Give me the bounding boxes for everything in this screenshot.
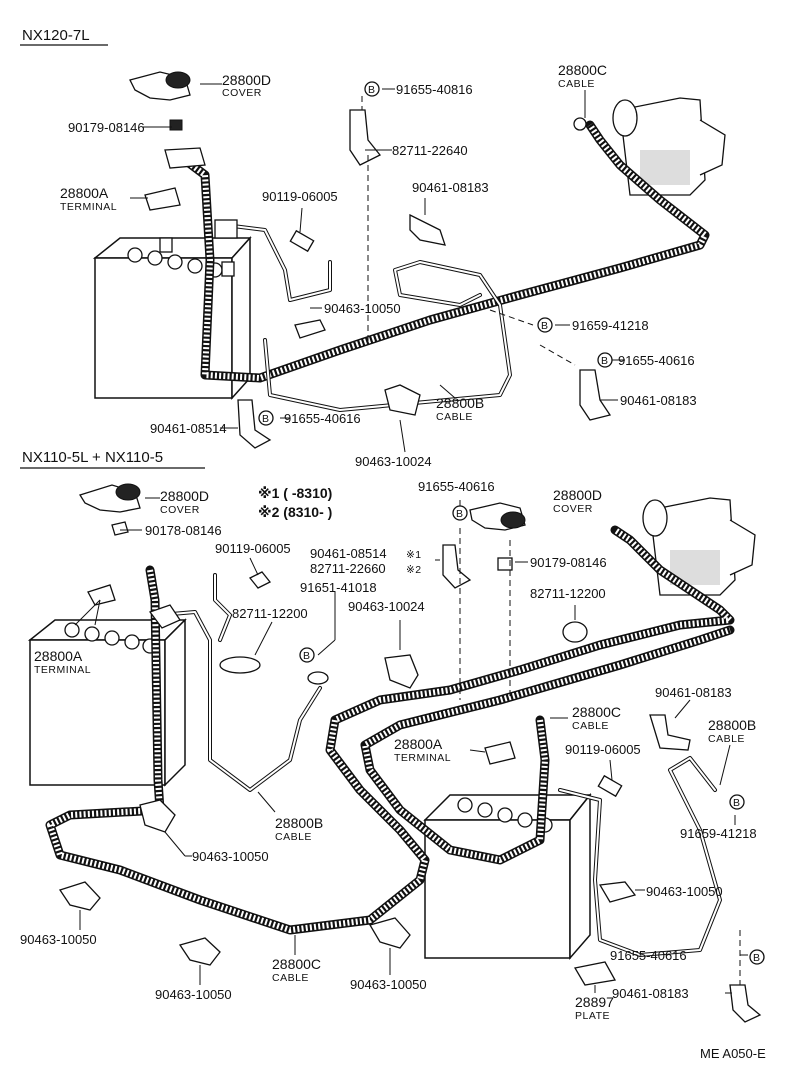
label-90463a-bottom: 90463-10024 [348, 599, 425, 614]
note-line-2: ※2 (8310- ) [258, 504, 332, 520]
label-terminal-bottom: 28800A [34, 648, 83, 664]
battery-bottom-right [423, 792, 592, 961]
label-90463d-bottom: 90463-10050 [20, 932, 97, 947]
label-cableB-top-sub: CABLE [436, 411, 473, 423]
label-terminal2-bottom: 28800A [394, 736, 443, 752]
label-91659-top: 91659-41218 [572, 318, 649, 333]
label-91651: 91651-41018 [300, 580, 377, 595]
label-cover-top: 28800D [222, 72, 271, 88]
bolt-marker-label: B [262, 413, 270, 425]
label-90463c-bottom: 90463-10050 [646, 884, 723, 899]
bolt-marker [299, 647, 315, 663]
label-91659-bottom: 91659-41218 [680, 826, 757, 841]
bolt-marker-label: B [456, 508, 464, 520]
top-assembly [92, 71, 726, 453]
battery-top [92, 236, 252, 400]
label-cableB-top: 28800B [436, 395, 484, 411]
label-terminal-top-sub: TERMINAL [60, 201, 117, 213]
label-cableC2-bottom-sub: CABLE [272, 972, 309, 984]
label-91655a-bottom: 91655-40616 [418, 479, 495, 494]
bolt-marker [749, 949, 765, 965]
label-90179: 90179-08146 [68, 120, 145, 135]
label-82711c-bottom: 82711-12200 [530, 586, 606, 601]
label-82711-top: 82711-22640 [392, 143, 468, 158]
label-90119a-bottom: 90119-06005 [215, 541, 291, 556]
label-91655c-top: 91655-40616 [284, 411, 361, 426]
top-labels: 28800D COVER 90179-08146 28800A TERMINAL… [60, 62, 697, 469]
label-terminal-top: 28800A [60, 185, 109, 201]
bottom-labels: 28800D COVER 90178-08146 90119-06005 916… [20, 479, 757, 1022]
label-91655b-top: 91655-40616 [618, 353, 695, 368]
label-cover-top-sub: COVER [222, 87, 262, 99]
bolt-markers: B B B B B B B B [258, 81, 765, 965]
label-cableC-top-sub: CABLE [558, 78, 595, 90]
label-cableB2-bottom-sub: CABLE [708, 733, 745, 745]
label-cableC2-bottom: 28800C [272, 956, 321, 972]
bolt-marker-label: B [368, 84, 376, 96]
label-plate: 28897 [575, 994, 614, 1010]
label-90461b-bottom: 90461-08183 [655, 685, 732, 700]
label-90461c-top: 90461-08514 [150, 421, 227, 436]
note-line-1: ※1 ( -8310) [258, 485, 332, 501]
bolt-marker [452, 505, 468, 521]
label-cableB-bottom: 28800B [275, 815, 323, 831]
label-90463e-bottom: 90463-10050 [155, 987, 232, 1002]
bottom-assembly [27, 483, 762, 1023]
label-82711a-bottom: 82711-12200 [232, 606, 308, 621]
label-90463b-top: 90463-10024 [355, 454, 432, 469]
label-90461a-bottom: 90461-08514 [310, 546, 387, 561]
starter-motor-top [612, 97, 726, 196]
label-cover-bottom: 28800D [160, 488, 209, 504]
note-block: ※1 ( -8310) ※2 (8310- ) [258, 485, 332, 520]
label-cableB-bottom-sub: CABLE [275, 831, 312, 843]
starter-motor-bottom [642, 497, 756, 596]
label-90119-top: 90119-06005 [262, 189, 338, 204]
label-90179-bottom: 90179-08146 [530, 555, 607, 570]
label-90463a-top: 90463-10050 [324, 301, 401, 316]
bolt-marker-label: B [303, 650, 311, 662]
bolt-marker [537, 317, 553, 333]
label-90119b-bottom: 90119-06005 [565, 742, 641, 757]
label-plate-sub: PLATE [575, 1010, 610, 1022]
label-90461b-top: 90461-08183 [620, 393, 697, 408]
label-note-mark-1: ※1 [406, 549, 422, 561]
label-terminal-bottom-sub: TERMINAL [34, 664, 91, 676]
label-90461a-top: 90461-08183 [412, 180, 489, 195]
bolt-marker [729, 794, 745, 810]
bolt-marker-label: B [733, 797, 741, 809]
bolt-marker [364, 81, 380, 97]
label-91655b-bottom: 91655-40616 [610, 948, 687, 963]
label-cableC-top: 28800C [558, 62, 607, 78]
bolt-marker-label: B [601, 355, 609, 367]
label-90463f-bottom: 90463-10050 [350, 977, 427, 992]
bolt-marker-label: B [753, 952, 761, 964]
label-cableC-bottom-sub: CABLE [572, 720, 609, 732]
label-cover2-bottom-sub: COVER [553, 503, 593, 515]
label-cover2-bottom: 28800D [553, 487, 602, 503]
label-note-mark-2: ※2 [406, 564, 422, 576]
label-cover-bottom-sub: COVER [160, 504, 200, 516]
bolt-marker-label: B [541, 320, 549, 332]
label-90461c-bottom: 90461-08183 [612, 986, 689, 1001]
label-cableC-bottom: 28800C [572, 704, 621, 720]
label-91655a: 91655-40816 [396, 82, 473, 97]
bolt-marker [258, 410, 274, 426]
label-82711b-bottom: 82711-22660 [310, 561, 386, 576]
bolt-marker [597, 352, 613, 368]
section-title-top: NX120-7L [22, 27, 90, 44]
footer-code: ME A050-E [700, 1046, 766, 1061]
label-90178: 90178-08146 [145, 523, 222, 538]
section-title-bottom: NX110-5L + NX110-5 [22, 449, 163, 466]
battery-bottom-left [27, 618, 187, 787]
label-terminal2-bottom-sub: TERMINAL [394, 752, 451, 764]
label-90463b-bottom: 90463-10050 [192, 849, 269, 864]
label-cableB2-bottom: 28800B [708, 717, 756, 733]
